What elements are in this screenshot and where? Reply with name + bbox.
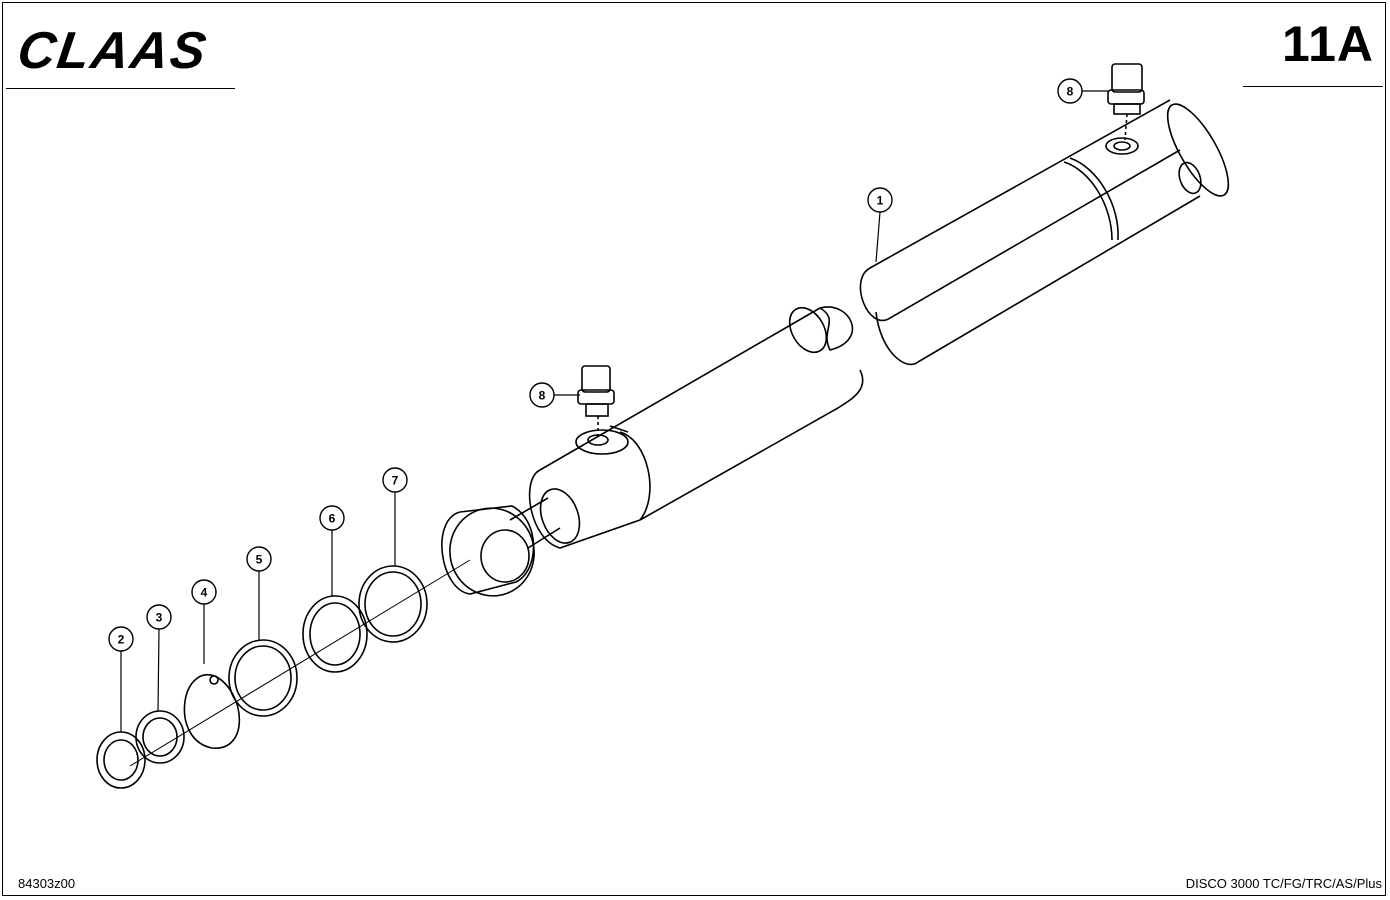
claas-logo: CLAAS: [20, 24, 211, 74]
svg-text:4: 4: [201, 586, 208, 600]
ring-5: [228, 639, 298, 717]
svg-text:3: 3: [156, 611, 163, 625]
svg-text:5: 5: [256, 553, 263, 567]
svg-text:CLAAS: CLAAS: [20, 24, 211, 74]
callout-8-lower: 8: [529, 382, 555, 408]
header-rule-right: [1243, 86, 1383, 87]
svg-text:6: 6: [329, 512, 336, 526]
cylinder-barrel-lower: [528, 306, 864, 549]
callout-7: 7: [382, 467, 408, 493]
hydraulic-fitting-lower: [577, 365, 615, 436]
svg-text:2: 2: [118, 633, 125, 647]
seal-7: [358, 565, 428, 643]
callout-5: 5: [246, 546, 272, 572]
callout-8-upper: 8: [1057, 78, 1083, 104]
header-rule-left: [6, 88, 235, 89]
svg-text:1: 1: [877, 194, 884, 208]
svg-text:8: 8: [1067, 85, 1074, 99]
svg-text:7: 7: [392, 474, 399, 488]
callout-3: 3: [146, 604, 172, 630]
hydraulic-fitting-upper: [1107, 63, 1145, 141]
seal-6: [302, 595, 368, 673]
drawing-number: 84303z00: [18, 876, 76, 891]
callout-4: 4: [191, 579, 217, 605]
svg-text:8: 8: [539, 389, 546, 403]
callout-1: 1: [867, 187, 893, 213]
model-designation: DISCO 3000 TC/FG/TRC/AS/Plus: [1185, 876, 1382, 891]
callout-6: 6: [319, 505, 345, 531]
page-number: 11A: [1282, 16, 1374, 72]
piston-rod-eye: [441, 488, 581, 597]
cylinder-barrel-upper: [859, 99, 1230, 366]
leader-lines: [120, 90, 1108, 732]
callout-2: 2: [108, 626, 134, 652]
assembly-axis-line: [129, 559, 471, 767]
